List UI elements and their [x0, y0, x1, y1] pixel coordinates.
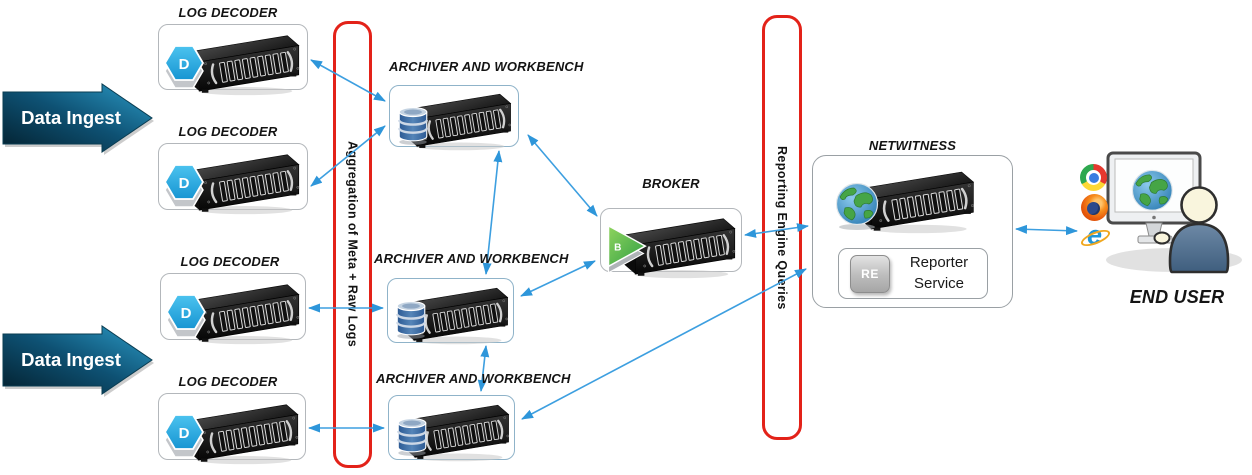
reporting-pipe: Reporting Engine Queries	[762, 15, 802, 440]
decoder-badge-icon: D	[166, 294, 207, 338]
log-decoder-label-2: LOG DECODER	[178, 124, 278, 139]
ingest-label: Data Ingest	[21, 349, 121, 370]
decoder-badge-icon: D	[164, 45, 205, 89]
netwitness-label: NETWITNESS	[868, 138, 957, 153]
aggregation-pipe-label: Aggregation of Meta + Raw Logs	[345, 141, 360, 348]
reporter-badge: RE	[850, 255, 890, 293]
ingest-arrow-shape	[2, 325, 153, 395]
person-icon	[1153, 186, 1230, 274]
archiver-label-1: ARCHIVER AND WORKBENCH	[389, 59, 584, 74]
log-decoder-label-1: LOG DECODER	[178, 5, 278, 20]
data-ingest-arrow-2: Data Ingest	[2, 325, 154, 397]
ie-icon: e	[1078, 220, 1113, 252]
archiver-box-1	[389, 85, 519, 151]
reporter-service-label: Reporter Service	[909, 254, 969, 292]
end-user-cluster	[1106, 151, 1242, 274]
log-decoder-box-4: D	[158, 393, 306, 465]
reporter-service-box: RE Reporter Service	[838, 248, 988, 299]
broker-label: BROKER	[642, 176, 700, 191]
archiver-label-2: ARCHIVER AND WORKBENCH	[374, 251, 569, 266]
end-user-label: END USER	[1129, 287, 1225, 307]
decoder-badge-icon: D	[164, 414, 205, 458]
svg-text:D: D	[181, 305, 192, 322]
log-decoder-box-3: D	[160, 273, 306, 345]
ingest-label: Data Ingest	[21, 107, 121, 128]
log-decoder-box-2: D	[158, 143, 308, 215]
ingest-arrow-shape	[2, 83, 153, 153]
broker-box: B	[600, 208, 742, 279]
reporting-pipe-label: Reporting Engine Queries	[775, 145, 789, 310]
aggregation-pipe: Aggregation of Meta + Raw Logs	[333, 21, 372, 468]
log-decoder-label-3: LOG DECODER	[180, 254, 280, 269]
globe-icon	[835, 182, 879, 230]
netwitness-box: RE Reporter Service	[812, 155, 1013, 308]
broker-badge-icon: B	[607, 224, 647, 273]
database-icon	[398, 107, 428, 145]
decoder-badge-icon: D	[164, 164, 205, 208]
monitor-icon	[1106, 151, 1202, 244]
svg-text:B: B	[614, 243, 621, 254]
archiver-label-3: ARCHIVER AND WORKBENCH	[376, 371, 571, 386]
database-icon	[397, 418, 427, 456]
archiver-box-3	[388, 395, 515, 462]
log-decoder-box-1: D	[158, 24, 308, 96]
archiver-box-2	[387, 278, 514, 345]
svg-text:D: D	[179, 175, 190, 192]
firefox-icon	[1081, 194, 1108, 221]
database-icon	[396, 301, 426, 339]
svg-text:D: D	[179, 56, 190, 73]
log-decoder-label-4: LOG DECODER	[178, 374, 278, 389]
svg-text:D: D	[179, 425, 190, 442]
data-ingest-arrow-1: Data Ingest	[2, 83, 154, 155]
chrome-icon	[1080, 164, 1107, 191]
